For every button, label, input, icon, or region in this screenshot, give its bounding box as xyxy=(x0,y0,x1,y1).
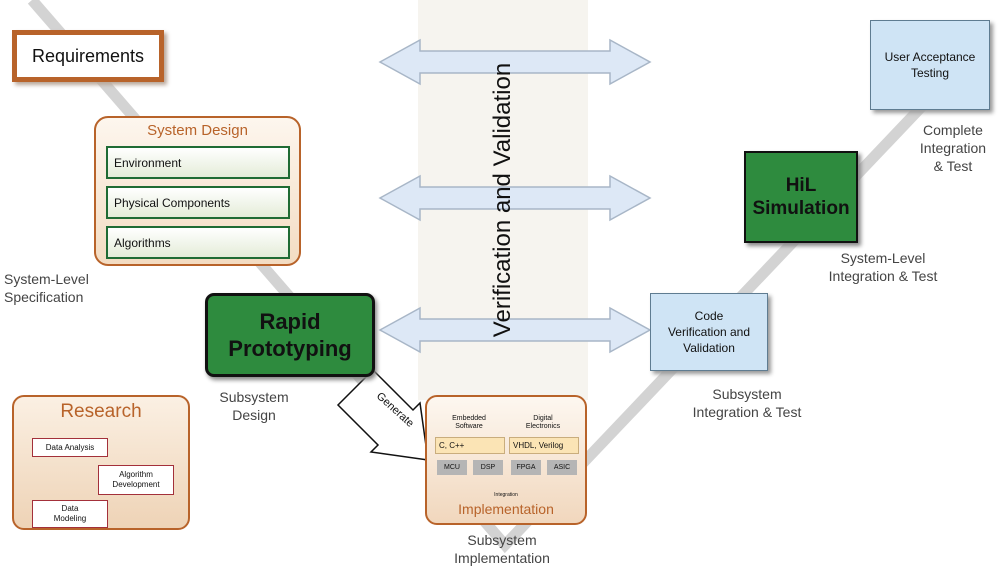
implementation-title: Implementation xyxy=(458,501,554,517)
vv-arrow-1 xyxy=(378,38,652,86)
algorithms-box: Algorithms xyxy=(106,226,290,259)
algorithm-development-box: Algorithm Development xyxy=(98,465,174,495)
embedded-software-label: Embedded Software xyxy=(452,415,486,430)
subsystem-design-label: Subsystem Design xyxy=(219,389,289,423)
system-design-title: System Design xyxy=(147,122,248,139)
data-analysis-box: Data Analysis xyxy=(32,438,108,457)
code-verification-box: Code Verification and Validation xyxy=(650,293,768,371)
subsystem-integration-test-label: Subsystem Integration & Test xyxy=(692,386,802,420)
system-level-spec-label: System-Level Specification xyxy=(4,271,89,305)
research-title: Research xyxy=(60,401,142,422)
asic-chip: ASIC xyxy=(547,460,577,475)
dsp-chip: DSP xyxy=(473,460,503,475)
data-modeling-box: Data Modeling xyxy=(32,500,108,528)
system-level-integration-test-label: System-Level Integration & Test xyxy=(828,250,938,284)
integration-label: Integration xyxy=(494,492,518,498)
subsystem-implementation-label: Subsystem Implementation xyxy=(454,532,550,566)
system-design-panel: System Design Environment Physical Compo… xyxy=(94,116,301,266)
vhdl-verilog-box: VHDL, Verilog xyxy=(509,437,579,454)
physical-components-box: Physical Components xyxy=(106,186,290,219)
implementation-panel: Embedded Software Digital Electronics C,… xyxy=(425,395,587,525)
mcu-chip: MCU xyxy=(437,460,467,475)
rapid-prototyping-box: Rapid Prototyping xyxy=(205,293,375,377)
environment-box: Environment xyxy=(106,146,290,179)
hil-simulation-box: HiL Simulation xyxy=(744,151,858,243)
c-cpp-box: C, C++ xyxy=(435,437,505,454)
generate-arrow xyxy=(336,368,429,461)
digital-electronics-label: Digital Electronics xyxy=(525,415,561,430)
user-acceptance-testing-box: User Acceptance Testing xyxy=(870,20,990,110)
complete-integration-test-label: Complete Integration & Test xyxy=(919,122,987,174)
fpga-chip: FPGA xyxy=(511,460,541,475)
requirements-label: Requirements xyxy=(31,45,145,66)
requirements-box: Requirements xyxy=(12,30,164,82)
vv-arrow-2 xyxy=(378,174,652,222)
research-panel: Research Data Analysis Algorithm Develop… xyxy=(12,395,190,530)
